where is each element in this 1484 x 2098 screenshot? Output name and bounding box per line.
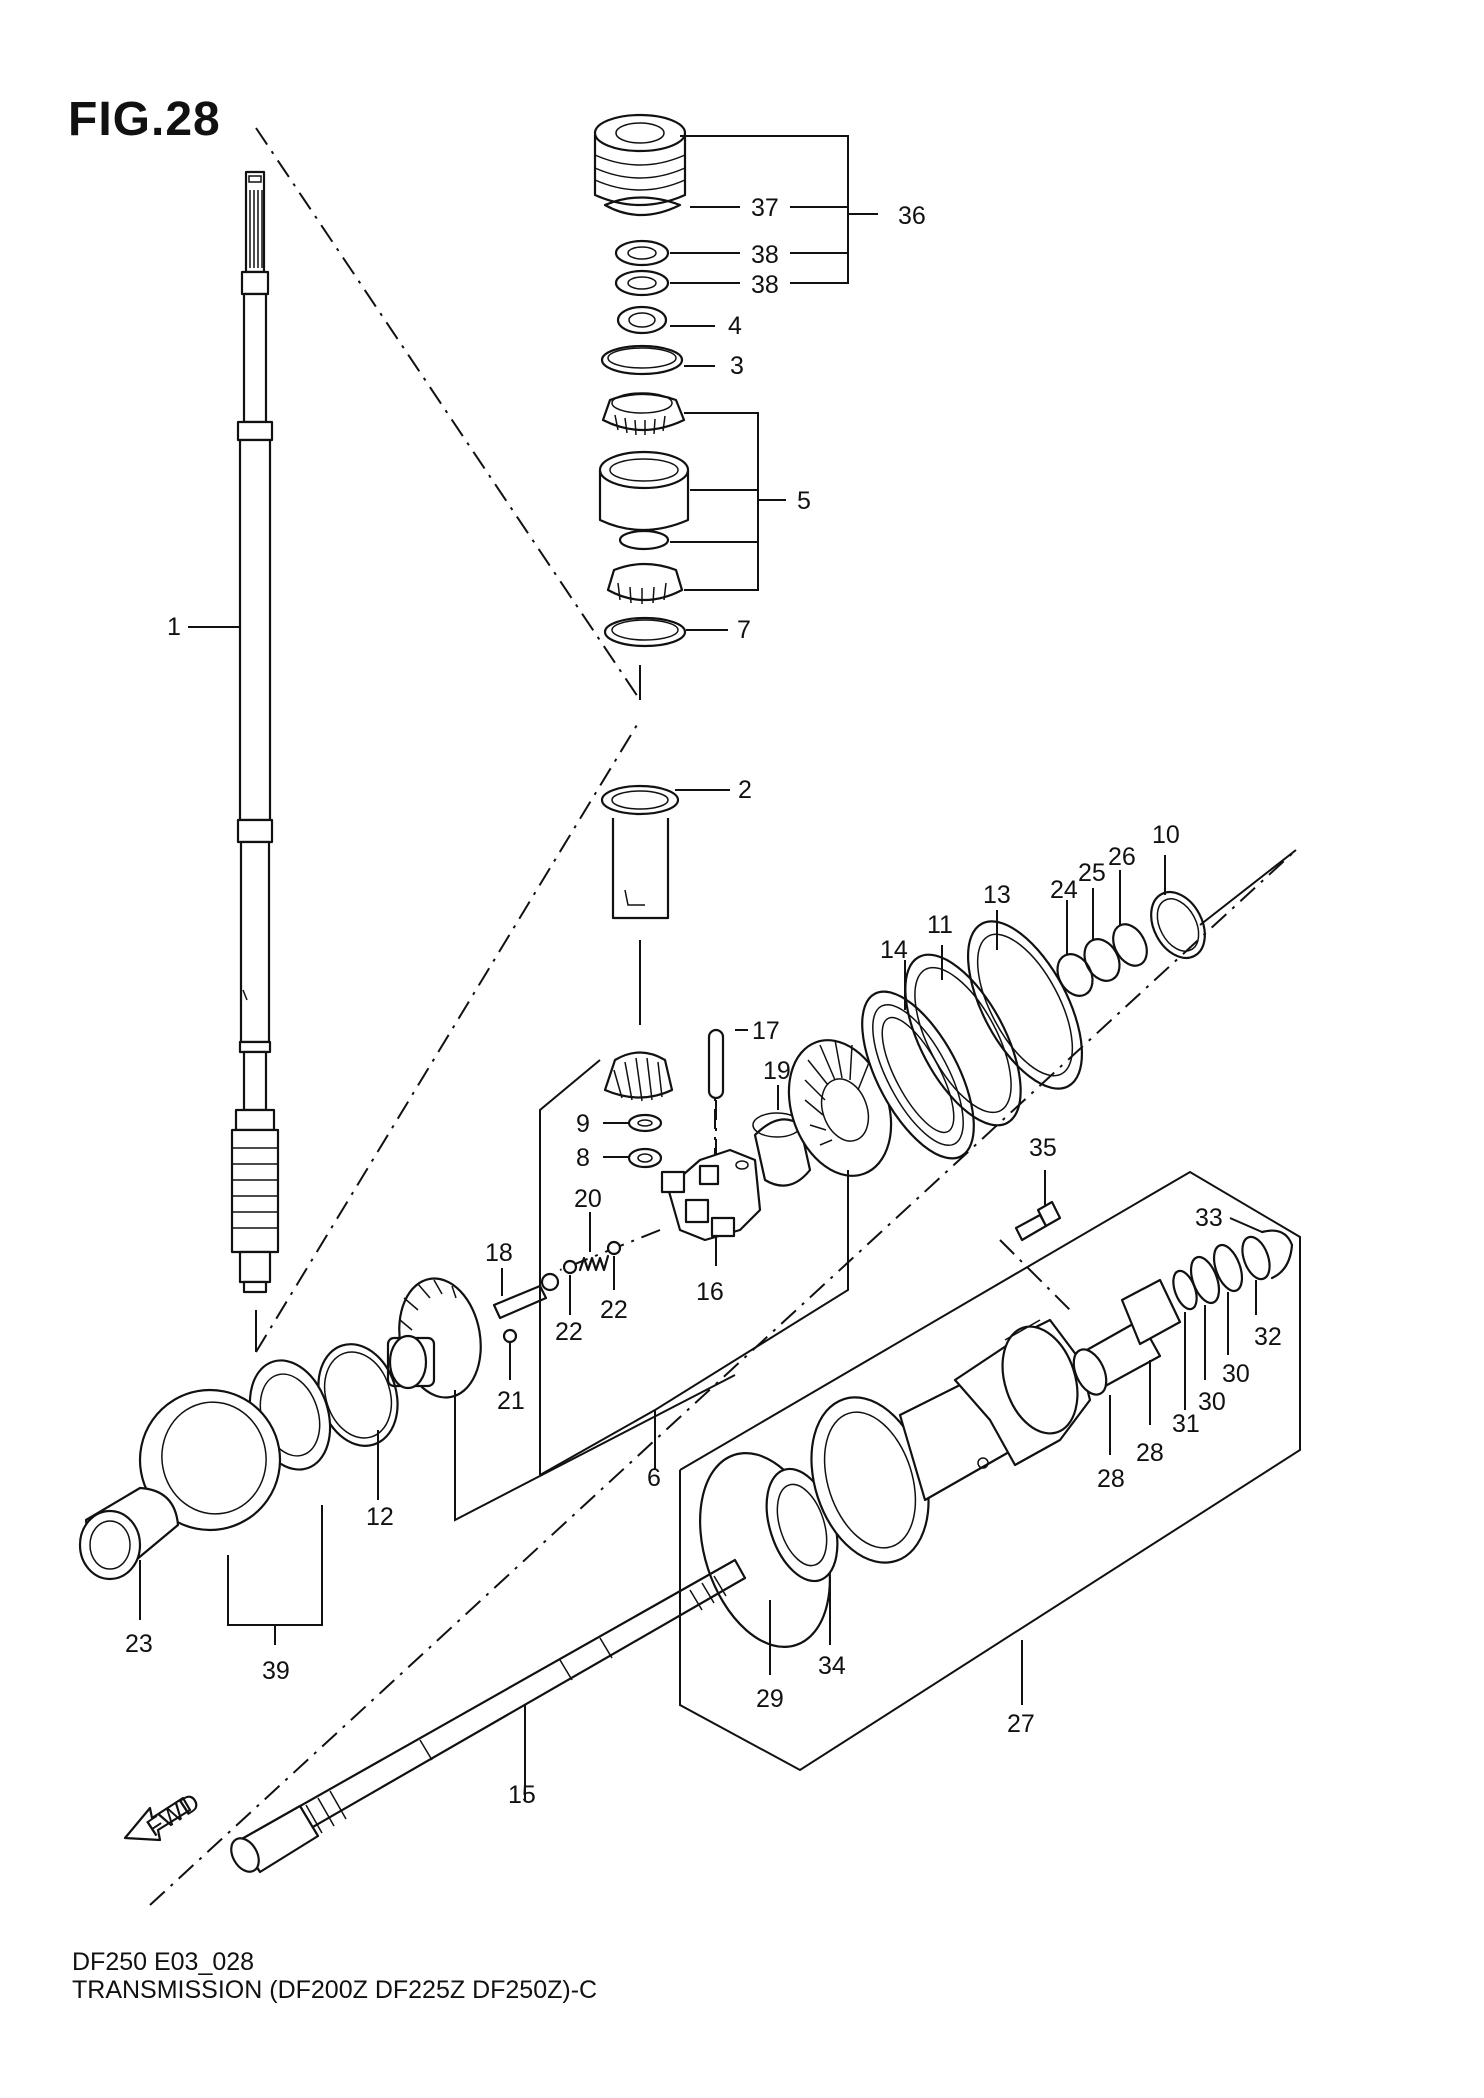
callout-labels: 1 2 3 4 5 6 7 8 9 10 11 12 13 14 15 16 1… — [125, 194, 1282, 1809]
callout-36: 36 — [898, 202, 926, 230]
sleeve-23 — [78, 1486, 180, 1581]
drive-shaft — [230, 170, 280, 1294]
thrust-bearing-14 — [861, 990, 975, 1160]
rings-30-31-32 — [1172, 1235, 1271, 1311]
callout-17: 17 — [752, 1017, 780, 1045]
callout-25: 25 — [1078, 859, 1106, 887]
shim-7 — [603, 616, 687, 648]
guide-lines — [149, 127, 1297, 1906]
callout-6: 6 — [647, 1464, 661, 1492]
sleeve-2 — [600, 784, 680, 920]
callout-23: 23 — [125, 1630, 153, 1658]
callout-37: 37 — [751, 194, 779, 222]
nut-4 — [616, 305, 668, 335]
bearing-set-5 — [598, 392, 690, 604]
pinion-gear — [603, 1051, 674, 1102]
ball-21 — [502, 1328, 518, 1344]
callout-26: 26 — [1108, 843, 1136, 871]
callout-1: 1 — [167, 613, 181, 641]
callout-32: 32 — [1254, 1323, 1282, 1351]
nut-8 — [627, 1147, 663, 1169]
drawing-code: DF250 E03_028 — [72, 1948, 255, 1976]
callout-31: 31 — [1172, 1410, 1200, 1438]
callout-30b: 30 — [1198, 1388, 1226, 1416]
bearing-38b — [614, 269, 670, 297]
callout-15: 15 — [508, 1781, 536, 1809]
callout-3: 3 — [730, 352, 744, 380]
callout-20: 20 — [574, 1185, 602, 1213]
callout-35: 35 — [1029, 1134, 1057, 1162]
callout-28a: 28 — [1136, 1439, 1164, 1467]
bearing-39 — [138, 1359, 332, 1532]
callout-29: 29 — [756, 1685, 784, 1713]
rings-24-25-26 — [1056, 923, 1148, 997]
callout-2: 2 — [738, 776, 752, 804]
callout-28b: 28 — [1097, 1465, 1125, 1493]
callout-11: 11 — [927, 911, 953, 939]
balls-22 — [562, 1240, 622, 1275]
propeller-shaft-15 — [230, 1558, 747, 1874]
pin-17 — [707, 1028, 725, 1100]
callout-30a: 30 — [1222, 1360, 1250, 1388]
needle-bearing-28 — [1072, 1278, 1182, 1396]
callout-9: 9 — [576, 1110, 590, 1138]
callout-19: 19 — [763, 1057, 791, 1085]
figure-title: FIG.28 — [68, 93, 221, 146]
callout-12: 12 — [366, 1503, 394, 1531]
shim-3 — [600, 344, 684, 376]
callout-10: 10 — [1152, 821, 1180, 849]
callout-39: 39 — [262, 1657, 290, 1685]
washer-11 — [904, 953, 1022, 1127]
shim-10 — [1150, 891, 1206, 959]
bearing-38a — [614, 239, 670, 267]
spring-20 — [578, 1254, 610, 1272]
callout-22a: 22 — [555, 1318, 583, 1346]
callout-27: 27 — [1007, 1710, 1035, 1738]
bearing-housing-27 — [810, 1318, 1092, 1564]
clutch-dog-16 — [660, 1148, 762, 1242]
callout-14: 14 — [880, 936, 908, 964]
bolt-35 — [1014, 1200, 1062, 1242]
cap-assembly-36 — [593, 113, 687, 217]
plunger-18 — [492, 1272, 560, 1320]
clip-33 — [1260, 1229, 1294, 1280]
callout-16: 16 — [696, 1278, 724, 1306]
callout-18: 18 — [485, 1239, 513, 1267]
callout-8: 8 — [576, 1144, 590, 1172]
forward-gear — [386, 1277, 482, 1399]
leader-lines — [139, 135, 1301, 1800]
callout-21: 21 — [497, 1387, 525, 1415]
callout-7: 7 — [737, 616, 751, 644]
callout-34: 34 — [818, 1652, 846, 1680]
callout-4: 4 — [728, 312, 742, 340]
drawing-caption: TRANSMISSION (DF200Z DF225Z DF250Z)-C — [72, 1976, 598, 2004]
callout-33: 33 — [1195, 1204, 1223, 1232]
fwd-label: FWD — [142, 1788, 205, 1842]
callout-22b: 22 — [600, 1296, 628, 1324]
washer-9 — [627, 1113, 663, 1133]
callout-24: 24 — [1050, 876, 1078, 904]
callout-13: 13 — [983, 881, 1011, 909]
callout-38b: 38 — [751, 271, 779, 299]
fwd-arrow-icon: FWD — [123, 1788, 205, 1842]
callout-5: 5 — [797, 487, 811, 515]
callout-38a: 38 — [751, 241, 779, 269]
washer-13 — [966, 920, 1084, 1090]
